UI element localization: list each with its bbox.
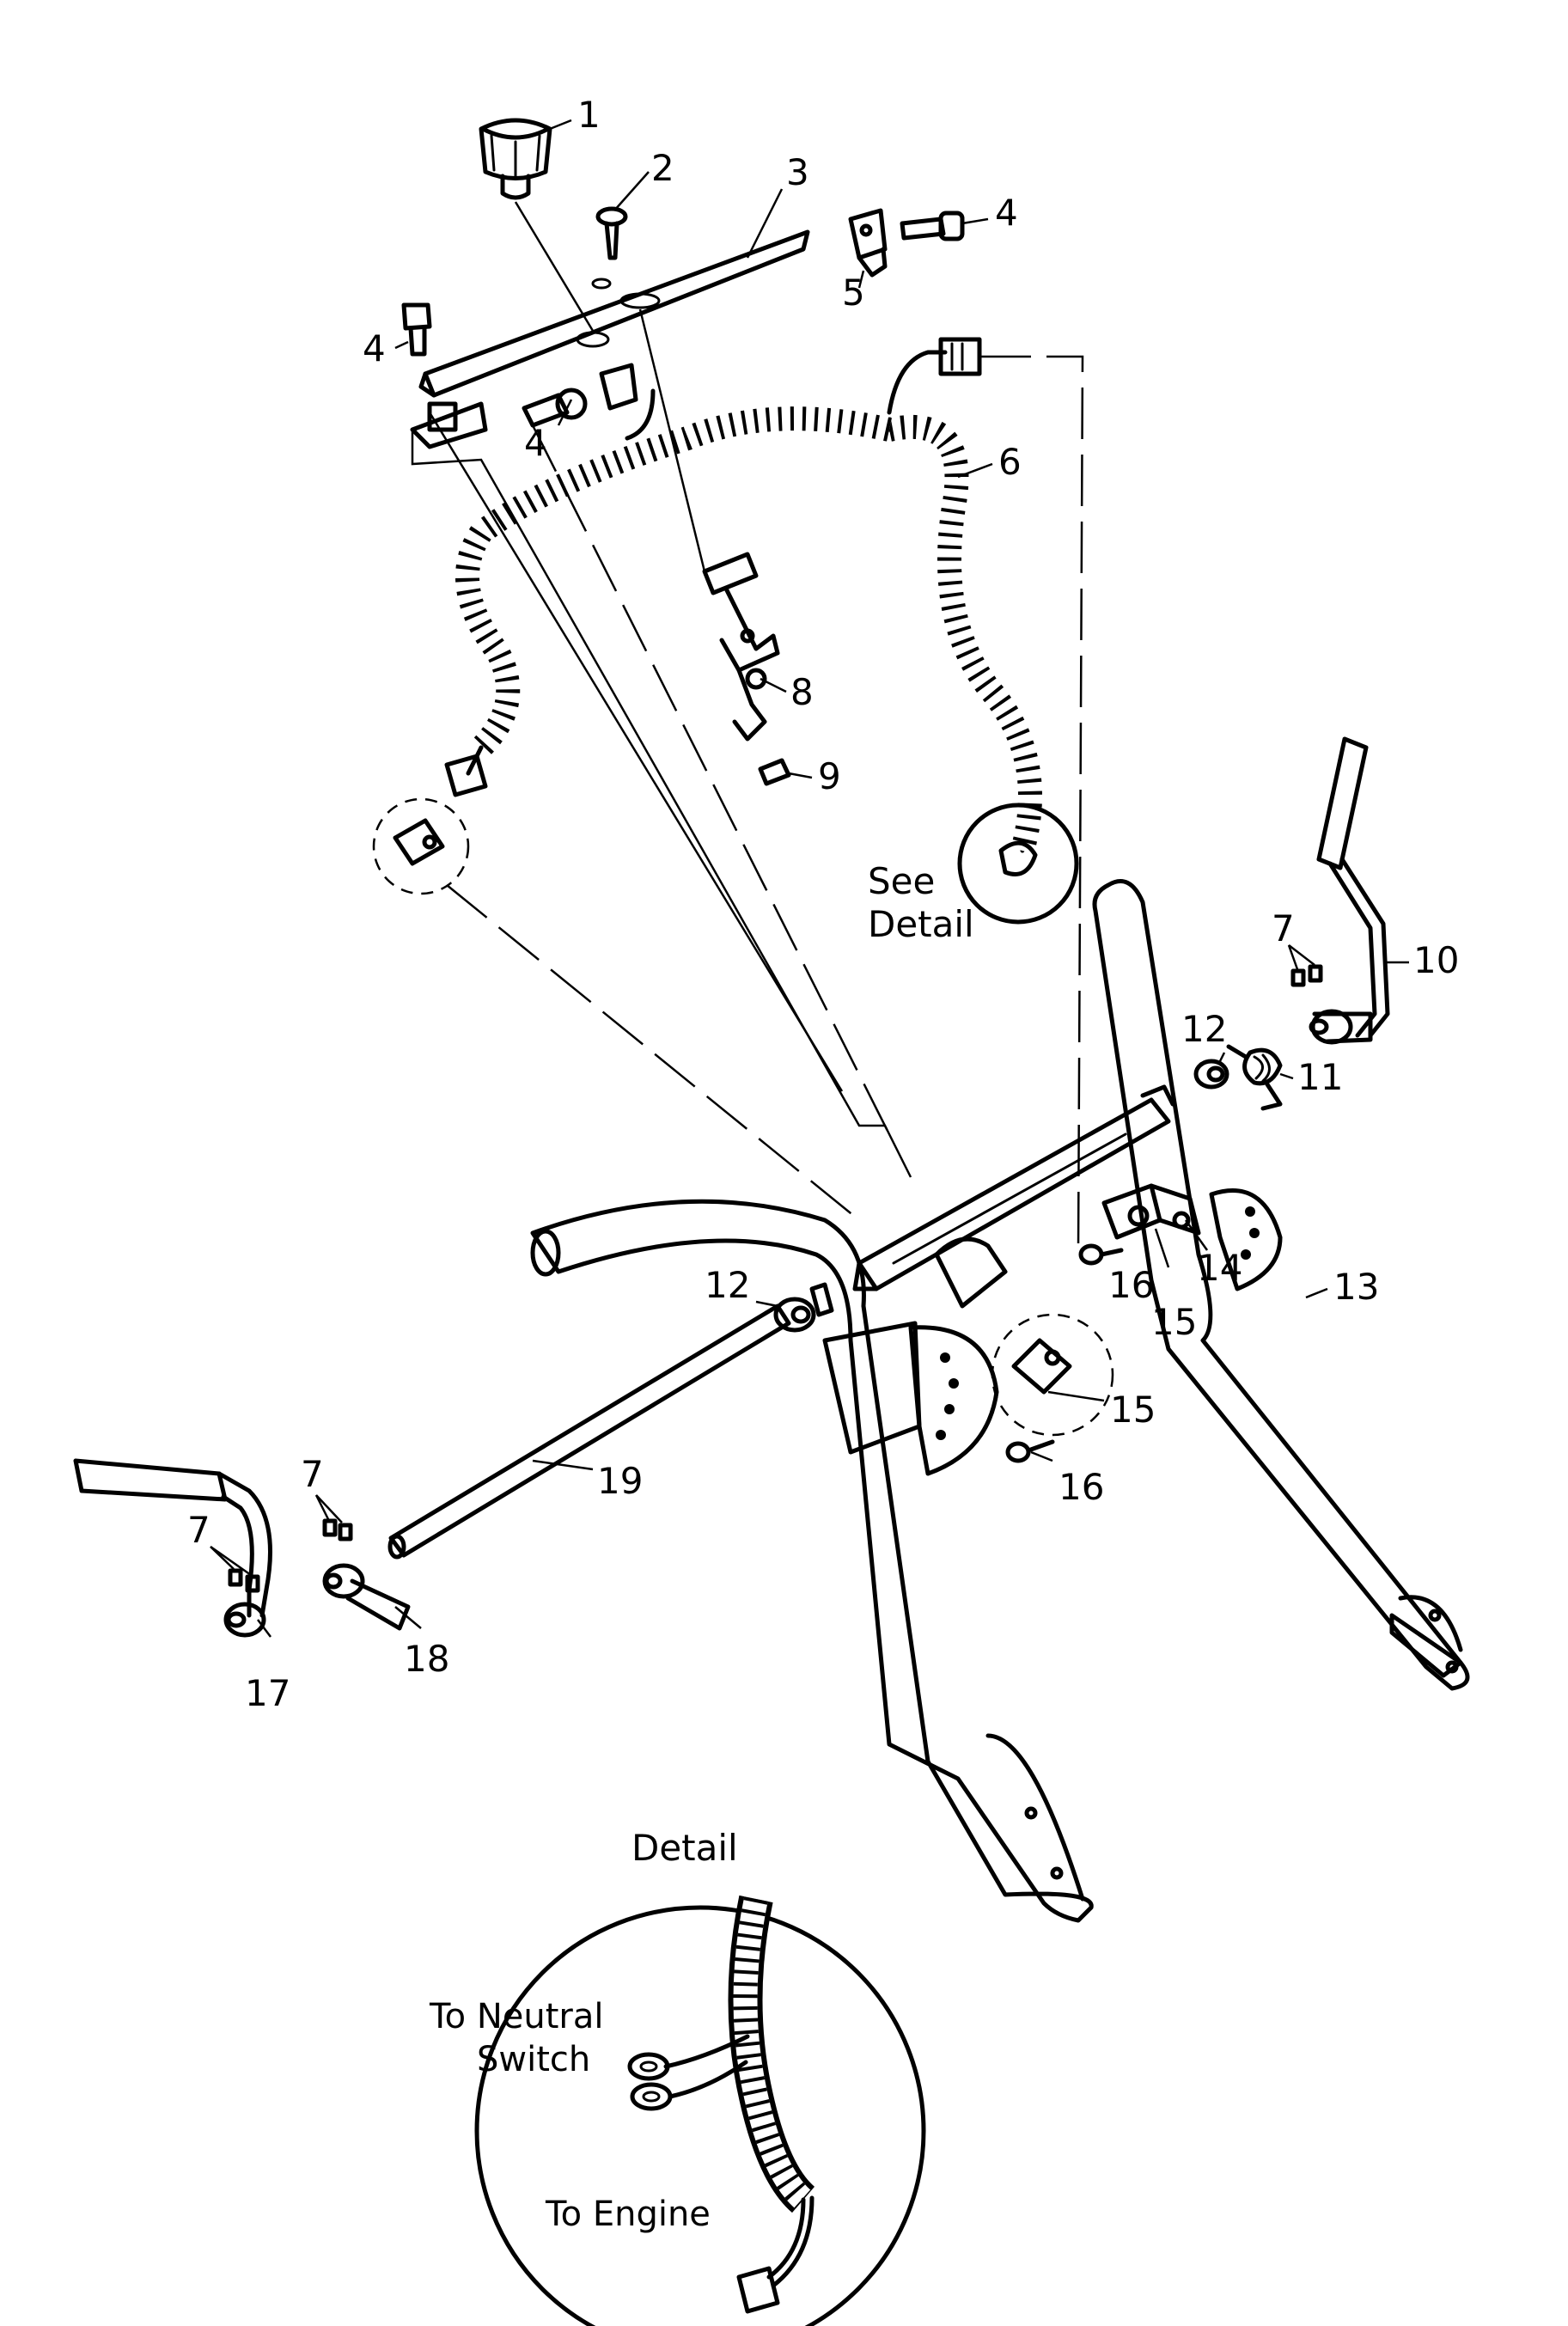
callout-7: 7 xyxy=(1272,907,1295,949)
part-19-shift-rod xyxy=(387,1303,791,1560)
part-12-bushing-left xyxy=(773,1282,834,1333)
connector-detail-circle-center xyxy=(991,1313,1114,1437)
part-8-lever xyxy=(702,552,780,742)
callout-16: 16 xyxy=(1059,1466,1104,1508)
part-11-spring xyxy=(1226,1044,1283,1111)
left-handle-frame xyxy=(530,1199,1094,1923)
callout-14: 14 xyxy=(1197,1247,1242,1289)
callout-12: 12 xyxy=(705,1264,750,1306)
callout-11: 11 xyxy=(1297,1056,1343,1098)
cross-bar xyxy=(852,1084,1175,1291)
callout-10: 10 xyxy=(1413,939,1459,981)
callout-leaders xyxy=(257,119,1409,1638)
part-5-bracket xyxy=(848,208,888,278)
part-16-screw-right xyxy=(1078,1243,1124,1266)
callout-12: 12 xyxy=(1181,1008,1227,1050)
callout-16: 16 xyxy=(1108,1264,1154,1306)
part-4-bolt-top-right xyxy=(900,211,965,241)
detail-engine-label: To Engine xyxy=(545,2195,711,2234)
part-12-bushing-right xyxy=(1193,1059,1229,1090)
callout-4: 4 xyxy=(363,327,386,369)
callout-4: 4 xyxy=(524,422,547,464)
callout-7: 7 xyxy=(187,1509,210,1551)
callout-8: 8 xyxy=(790,671,814,713)
detail-neutral-label-1: To Neutral xyxy=(429,1997,603,2036)
see-detail-line1: See xyxy=(868,860,935,902)
callout-17: 17 xyxy=(245,1672,290,1714)
part-9-nut xyxy=(758,758,791,786)
callout-5: 5 xyxy=(842,272,865,314)
callout-7: 7 xyxy=(301,1453,324,1495)
part-4-bolt-lower xyxy=(522,388,588,428)
part-1-knob xyxy=(479,118,552,200)
part-16-screw-center xyxy=(1005,1439,1055,1463)
part-10-right-lever xyxy=(1309,736,1390,1045)
callout-18: 18 xyxy=(404,1638,449,1680)
callout-19: 19 xyxy=(597,1460,643,1502)
callout-3: 3 xyxy=(786,151,809,193)
callout-6: 6 xyxy=(998,441,1022,483)
part-13-right-handle xyxy=(1092,879,1470,1691)
callout-9: 9 xyxy=(818,755,841,797)
detail-neutral-label-2: Switch xyxy=(477,2040,590,2079)
callout-15: 15 xyxy=(1110,1389,1156,1431)
part-7-setscrew-left xyxy=(210,1494,353,1593)
part-2-screw xyxy=(595,206,628,260)
part-6-wiring-harness xyxy=(444,337,1079,925)
connector-detail-circle-left xyxy=(372,797,470,895)
part-18-coupler xyxy=(322,1563,411,1631)
reference-lines xyxy=(411,201,1084,1251)
detail-title: Detail xyxy=(631,1827,738,1869)
callout-labels: 1 2 3 4 4 4 5 6 7 7 7 8 9 10 11 12 12 13… xyxy=(187,94,1459,1714)
callout-4: 4 xyxy=(995,192,1018,234)
detail-inset: Detail To Neutral Switch To Engine xyxy=(429,1827,926,2326)
callout-1: 1 xyxy=(577,94,601,136)
part-17-left-lever xyxy=(73,1458,272,1638)
part-3-plate xyxy=(410,229,810,449)
callout-2: 2 xyxy=(651,147,674,189)
callout-15: 15 xyxy=(1151,1301,1197,1343)
callout-13: 13 xyxy=(1333,1266,1379,1308)
part-14-switch xyxy=(1101,1183,1201,1240)
part-7-setscrew-right xyxy=(1287,944,1323,987)
see-detail-line2: Detail xyxy=(868,903,974,945)
part-4-bolt-left xyxy=(401,302,432,357)
